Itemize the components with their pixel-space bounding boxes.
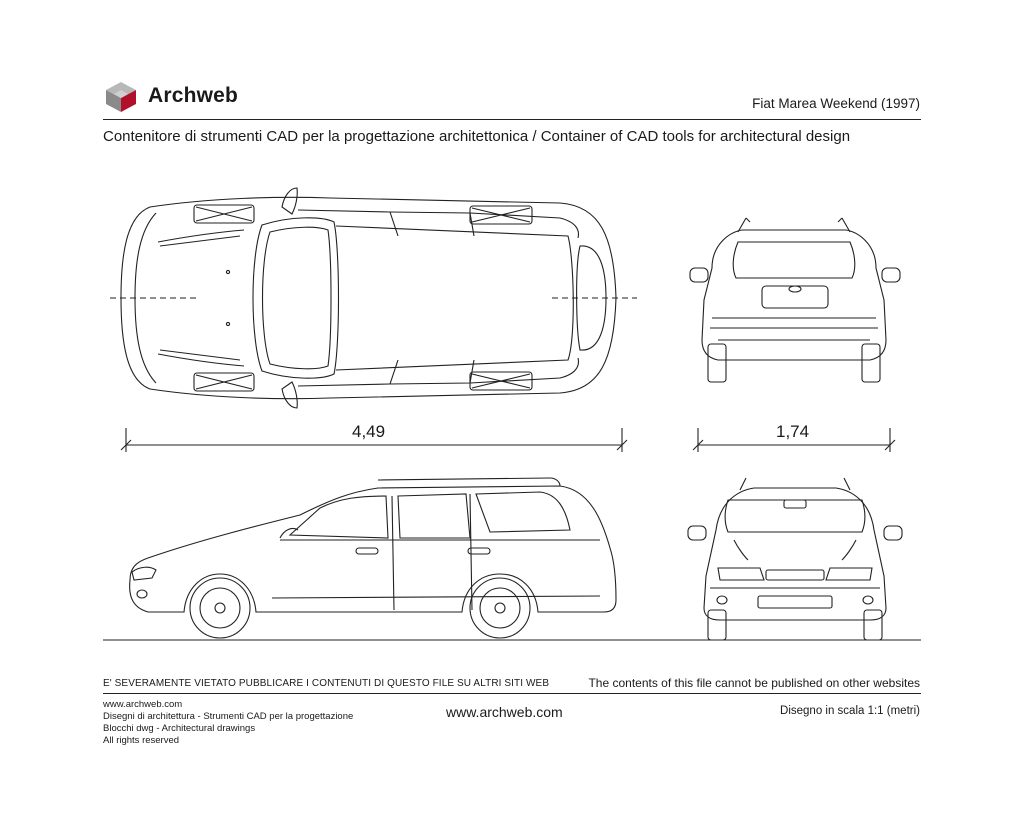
- footer-line-rights: All rights reserved: [103, 735, 180, 746]
- brand-name: Archweb: [148, 84, 239, 107]
- notice-english: The contents of this file cannot be publ…: [588, 676, 920, 690]
- footer-divider: [103, 693, 921, 694]
- front-view: [687, 477, 903, 641]
- width-dimension-label: 1,74: [776, 422, 810, 441]
- length-dimension: [120, 428, 628, 452]
- top-view: [110, 187, 637, 409]
- scale-note: Disegno in scala 1:1 (metri): [780, 705, 920, 717]
- footer-site-link[interactable]: www.archweb.com: [446, 704, 563, 720]
- footer-line-disegni: Disegni di architettura - Strumenti CAD …: [103, 711, 354, 722]
- rear-view: [689, 217, 901, 383]
- footer-line-site: www.archweb.com: [103, 699, 183, 710]
- width-dimension: [692, 428, 896, 452]
- drawing-title: Fiat Marea Weekend (1997): [752, 96, 920, 111]
- header-divider: [103, 119, 921, 120]
- footer-line-blocchi: Blocchi dwg - Architectural drawings: [103, 723, 256, 734]
- notice-italian: E' SEVERAMENTE VIETATO PUBBLICARE I CONT…: [103, 678, 550, 689]
- page-subtitle: Contenitore di strumenti CAD per la prog…: [103, 128, 851, 145]
- side-view: [129, 477, 617, 639]
- length-dimension-label: 4,49: [352, 422, 386, 441]
